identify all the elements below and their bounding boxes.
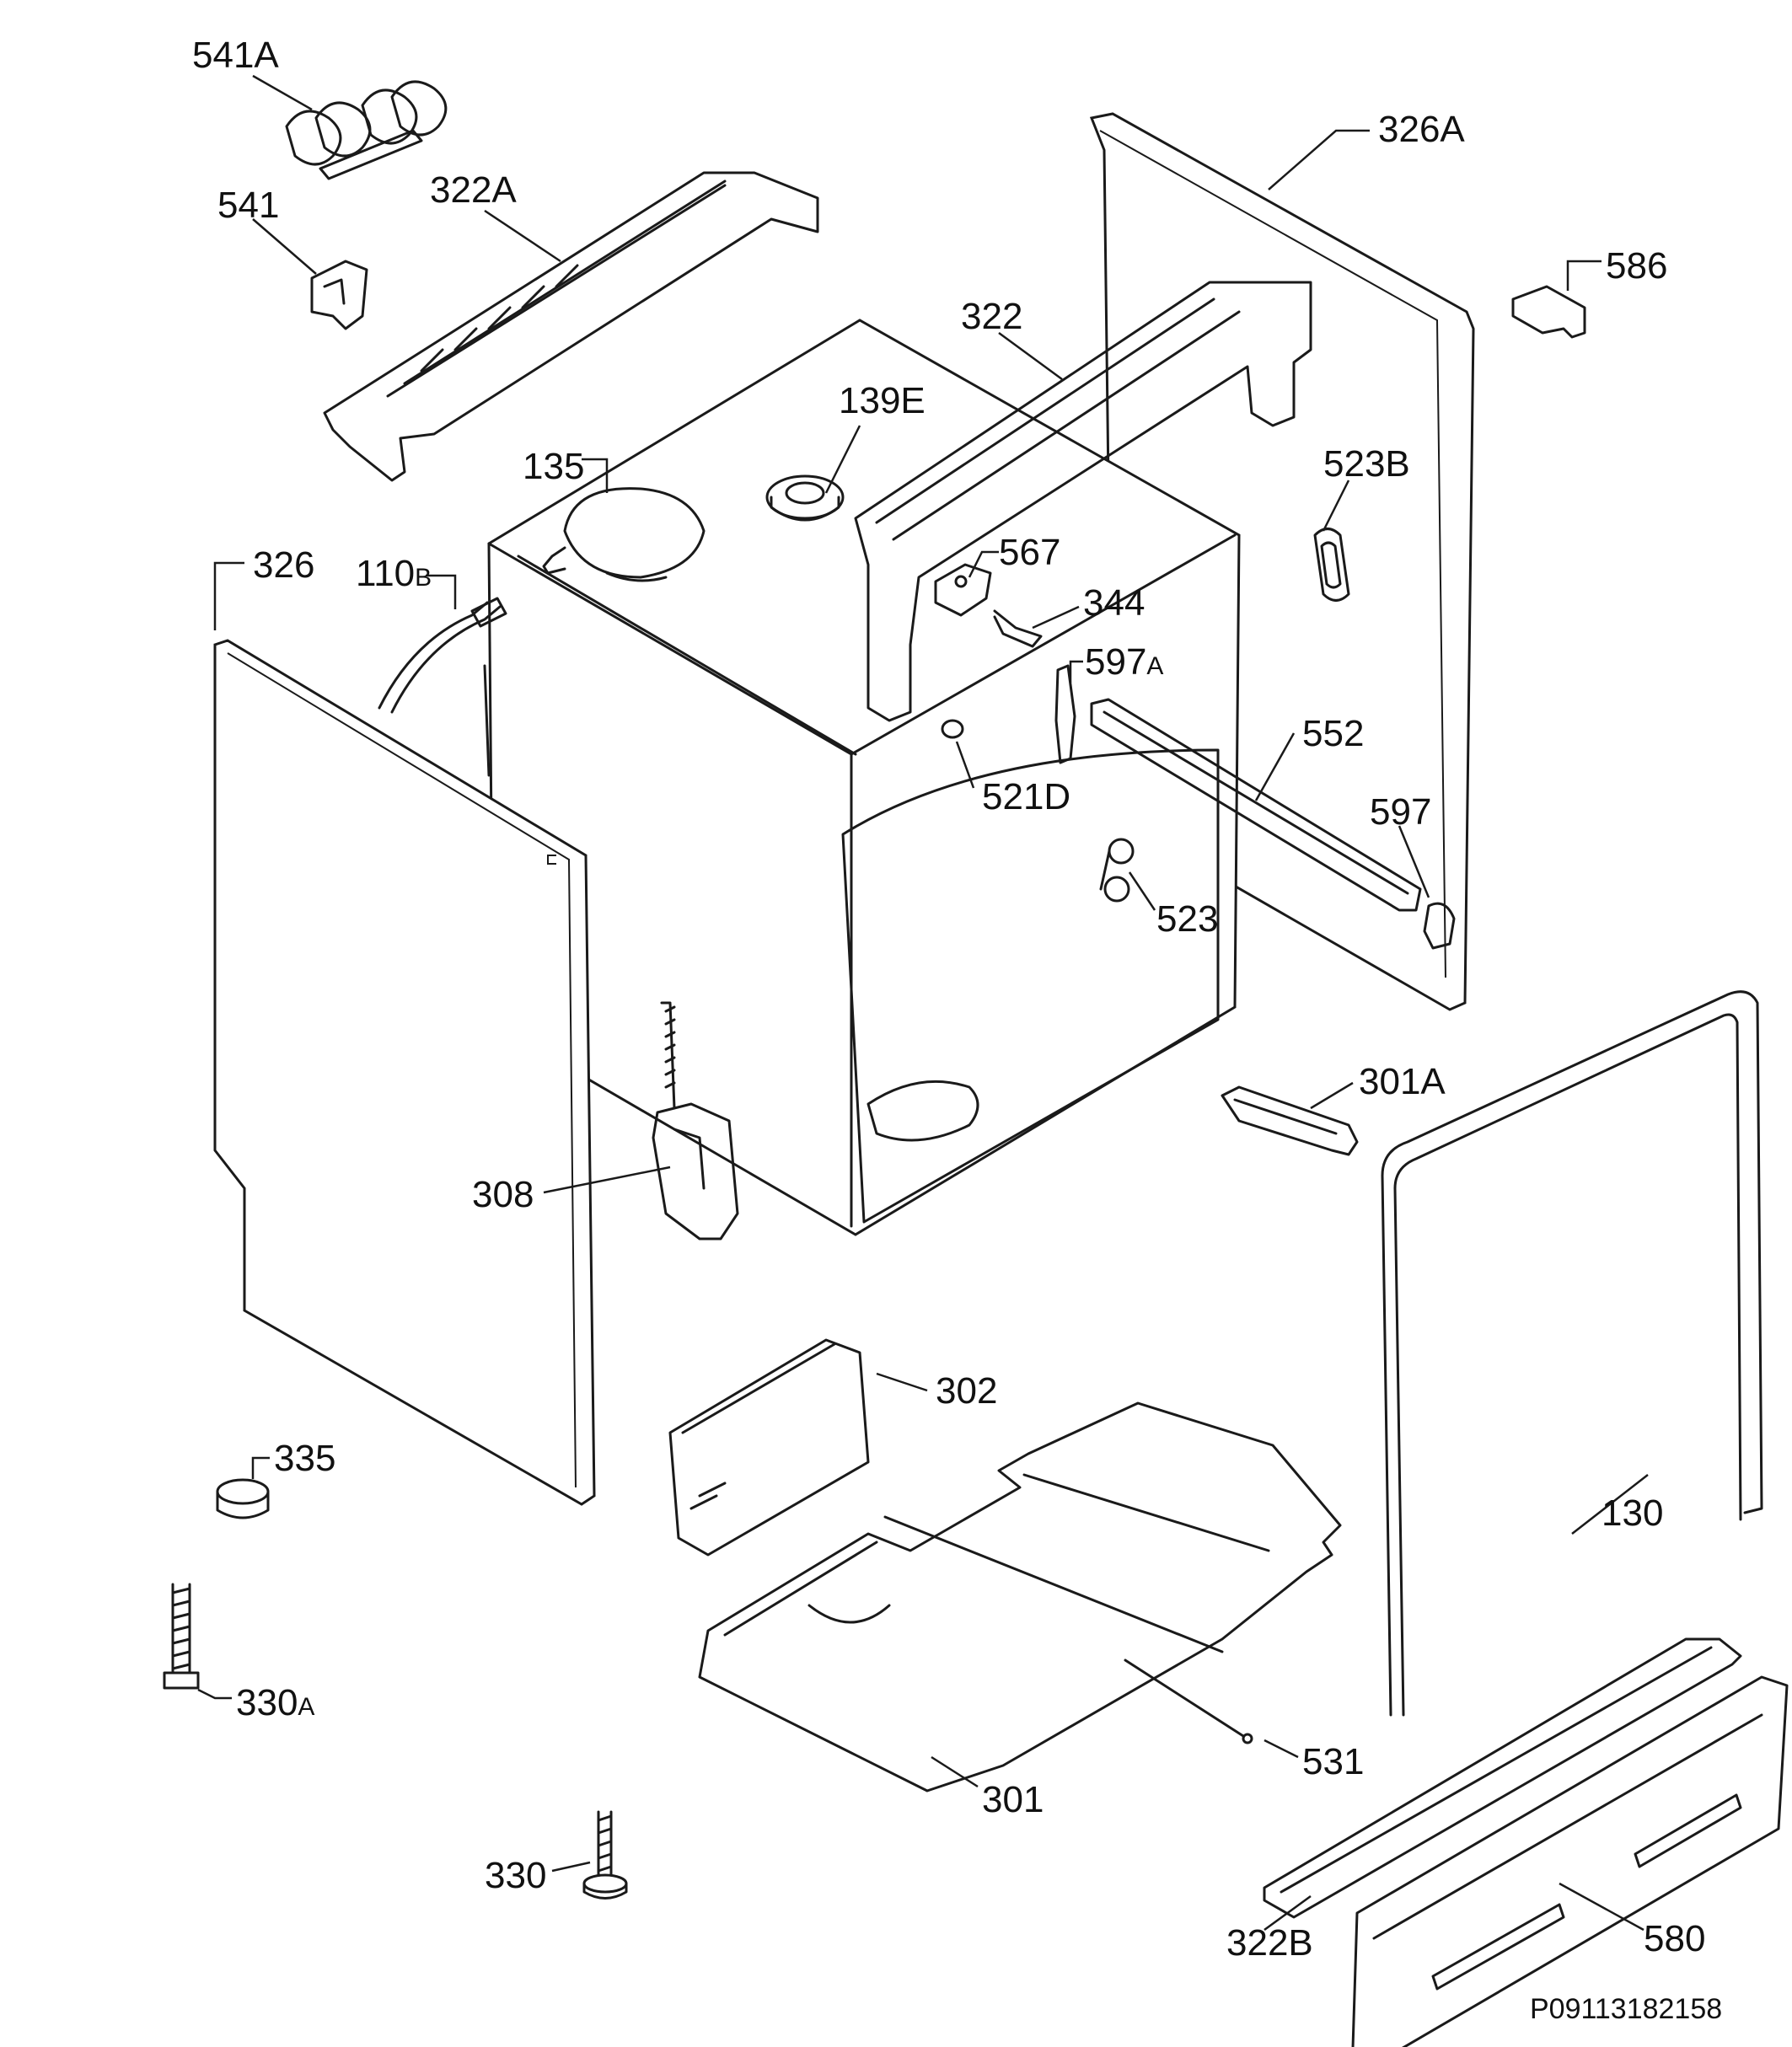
label-330: 330 [485,1855,546,1896]
part-139E-nut [765,474,845,522]
part-344-spring [993,609,1043,648]
part-541A-hose-clips [285,80,448,180]
label-308: 308 [472,1174,534,1215]
leader-lines [197,74,1649,1932]
part-308-hinge [652,1001,739,1241]
label-322A: 322A [430,169,517,211]
label-531: 531 [1302,1741,1364,1782]
part-301A-handle [1221,1085,1359,1156]
part-322B-bottom-rail [1263,1637,1742,1919]
part-135-cover [542,487,706,582]
part-580-crossmember [1351,1675,1789,2047]
label-110B: 110B [356,553,432,594]
label-326: 326 [253,544,314,586]
label-541A: 541A [192,35,279,76]
part-326-left-side-panel [213,639,596,1506]
label-541: 541 [217,185,279,226]
part-130-door-seal [1381,990,1763,1717]
part-322-top-rear-rail [854,281,1312,722]
label-322B: 322B [1226,1922,1313,1964]
label-523B: 523B [1323,443,1410,485]
label-326A: 326A [1378,109,1465,150]
part-110B-hose [378,597,507,777]
part-labels: 541A 541 322A 326A 586 322 139E 135 523B… [192,35,1722,2025]
label-567: 567 [999,532,1060,573]
label-597A: 597A [1085,641,1163,683]
part-552-rail [1090,698,1422,912]
label-597: 597 [1370,791,1431,833]
part-567-clip [934,563,992,617]
label-135: 135 [523,446,584,487]
label-322: 322 [961,296,1022,337]
part-302-front-plinth [668,1338,870,1557]
label-580: 580 [1644,1918,1705,1959]
diagram-code: P09113182158 [1530,1993,1722,2025]
part-521D-grommet [941,719,964,739]
part-541-clip [310,260,368,330]
part-301-base-frame [698,1401,1342,1792]
label-335: 335 [274,1438,335,1479]
part-531-rod [1124,1658,1253,1744]
label-523: 523 [1156,898,1218,940]
label-301: 301 [982,1779,1044,1820]
part-586-bracket [1511,285,1586,339]
label-301A: 301A [1359,1061,1446,1102]
label-586: 586 [1606,245,1667,287]
part-330-short-screw [582,1810,628,1900]
label-552: 552 [1302,713,1364,754]
part-tub-cabinet [487,319,1241,1236]
label-139E: 139E [839,380,926,421]
label-344: 344 [1083,582,1145,624]
label-330A: 330A [236,1682,314,1723]
part-322A-top-rail [323,171,819,482]
part-597-end-clip [1423,902,1456,950]
label-521D: 521D [982,776,1070,817]
part-335-nut [216,1478,270,1519]
label-130: 130 [1602,1492,1663,1534]
part-597A-guide [1054,664,1076,764]
part-330A-long-screw [163,1583,200,1690]
part-523-wheels [1099,838,1135,903]
label-302: 302 [936,1370,997,1412]
